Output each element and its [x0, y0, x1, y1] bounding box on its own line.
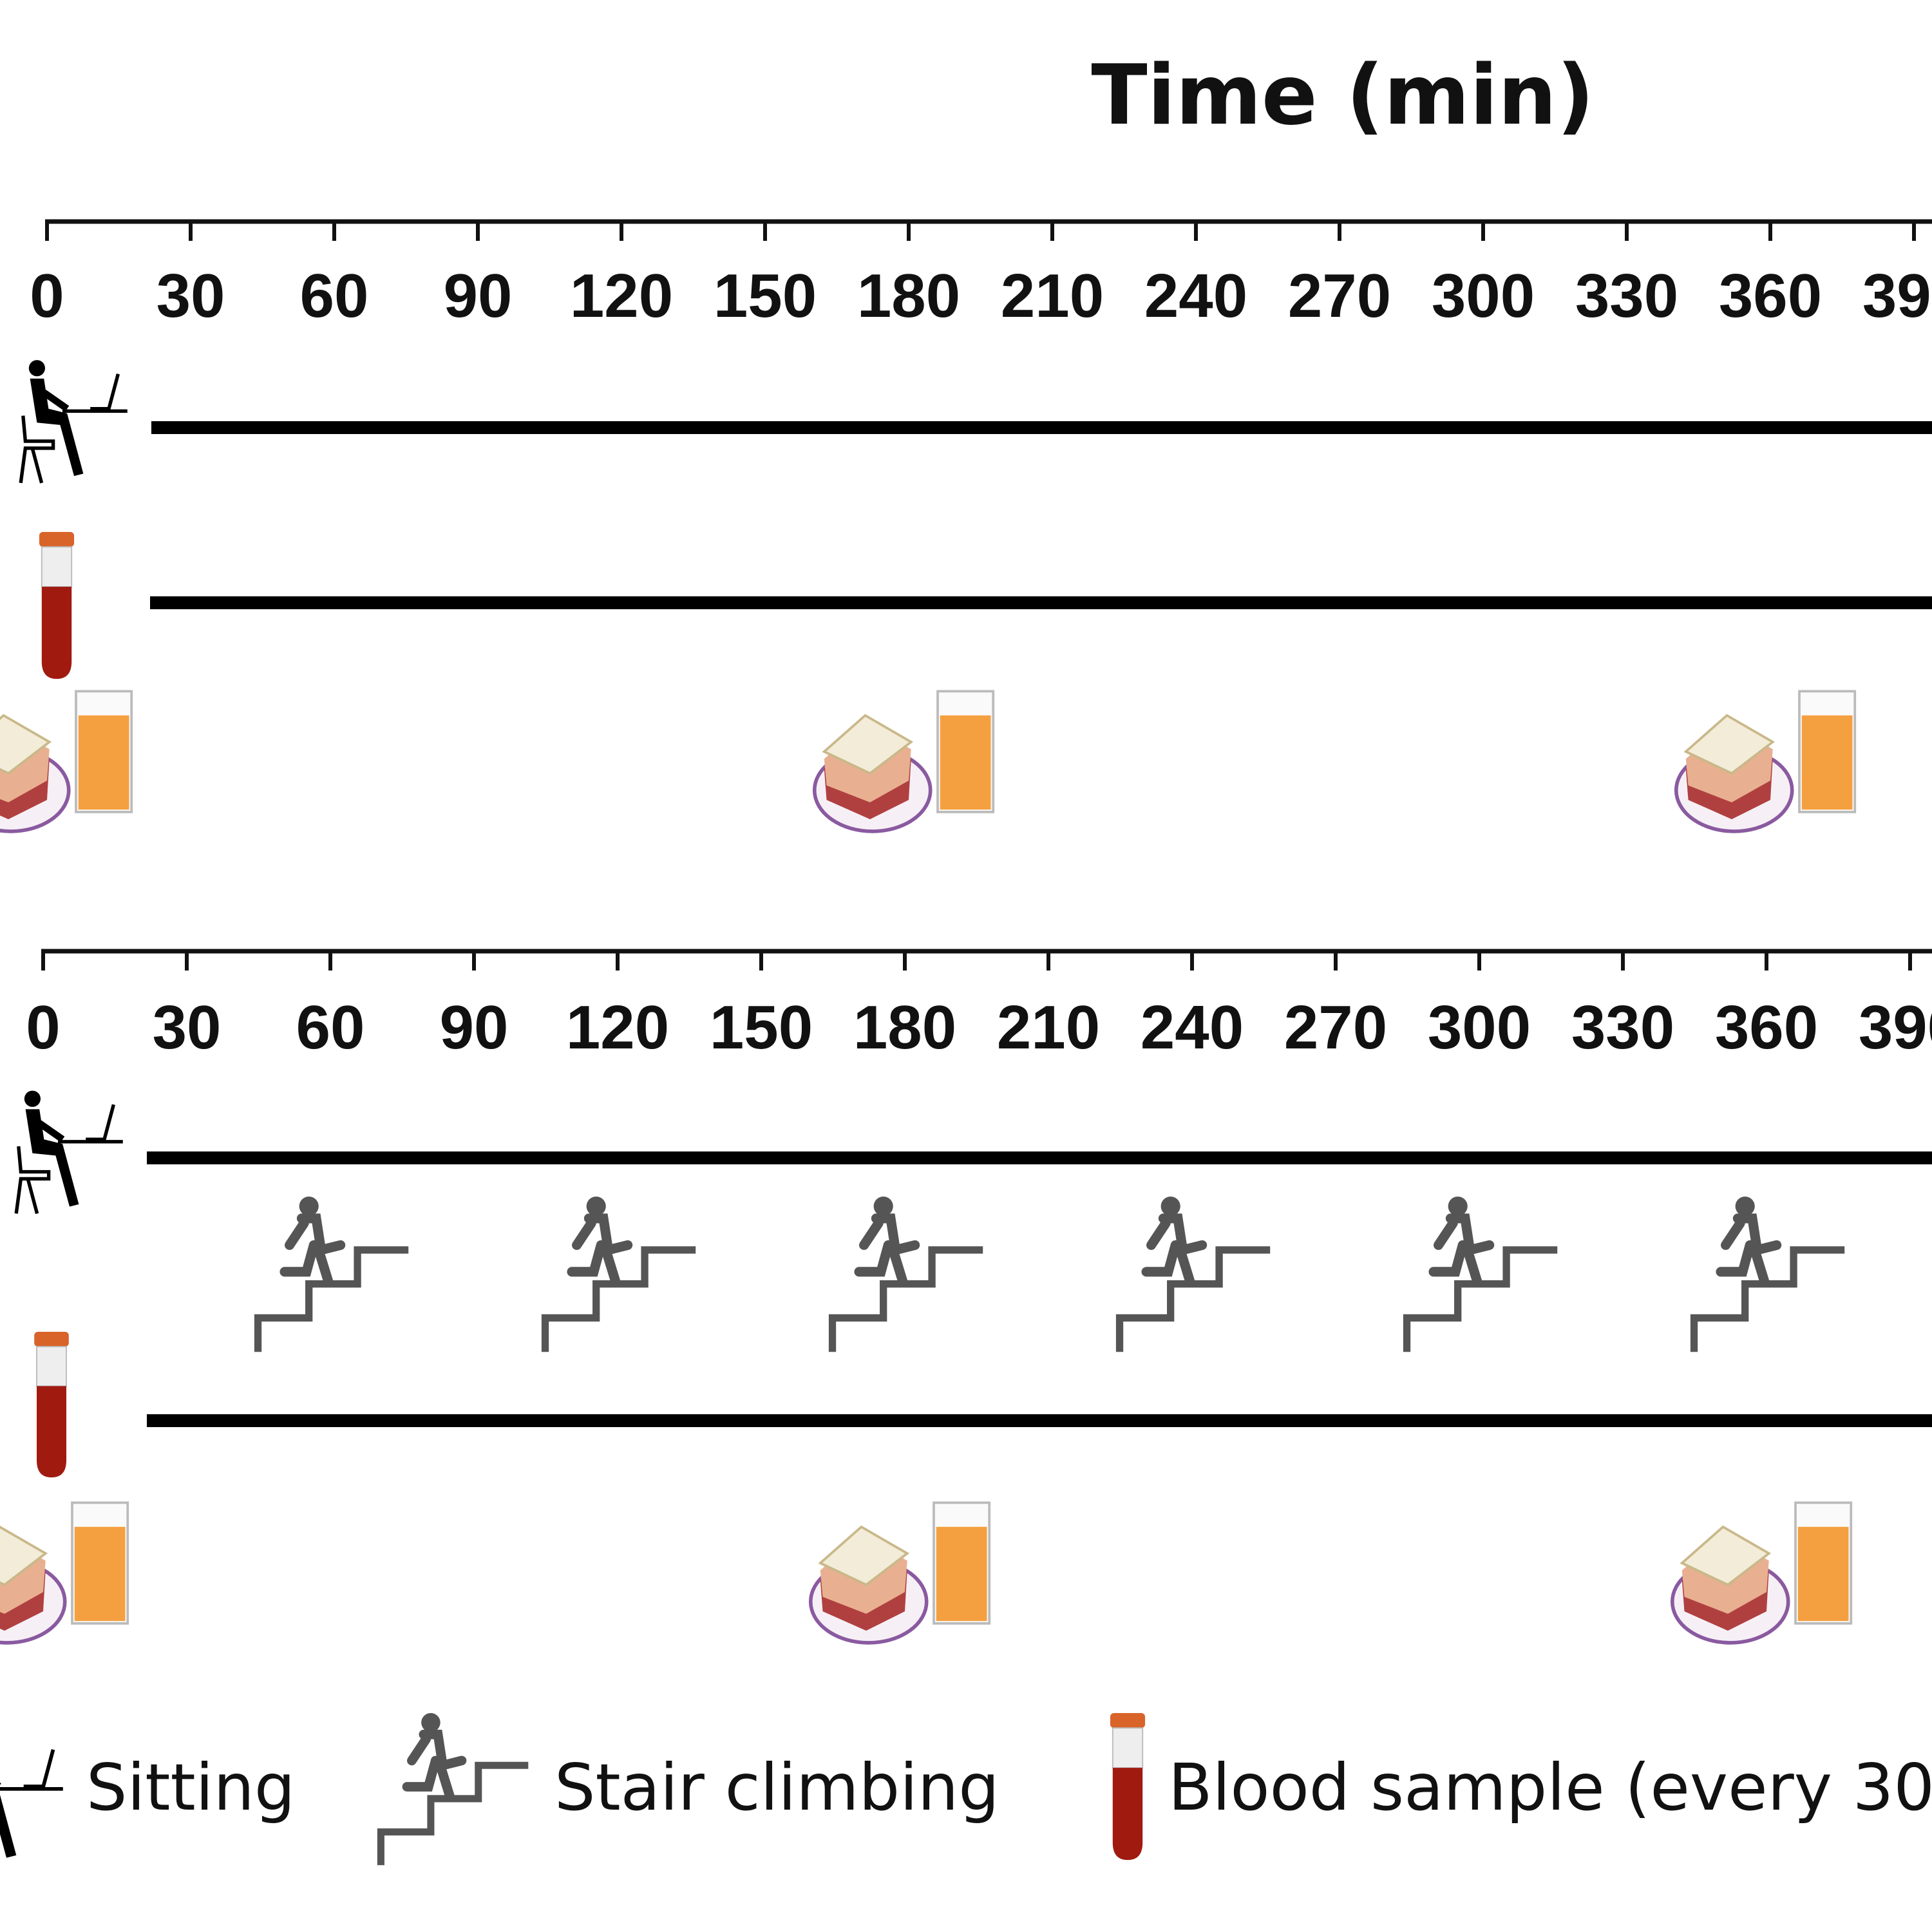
sitting-icon — [21, 360, 128, 483]
axis-tick-label: 60 — [300, 261, 369, 330]
legend-blood-tube-icon — [1109, 1713, 1146, 1861]
axis-tick-label: 300 — [1428, 993, 1531, 1062]
axis-tick-label: 300 — [1432, 261, 1535, 330]
meal-icon — [815, 691, 994, 831]
legend-stair-climbing-label: Stair climbing — [554, 1750, 999, 1825]
legend-sitting-icon — [0, 1735, 63, 1865]
meal-icon — [811, 1502, 990, 1643]
sitting-condition-panel: 0 30 60 90 120 150 180 210 240 270 300 330 360 390 — [0, 219, 1932, 831]
legend-blood-sample-label: Blood sample (every 30 — [1168, 1750, 1932, 1825]
stair-climbing-icon — [1120, 1197, 1271, 1352]
diagram-title: Time (min) — [1091, 48, 1594, 144]
axis-tick-label: 270 — [1284, 993, 1387, 1062]
axis-tick-label: 120 — [566, 993, 669, 1062]
legend-sitting-label: Sitting — [86, 1750, 295, 1825]
axis-tick-label: 180 — [857, 261, 960, 330]
stair-climbing-icon — [258, 1197, 409, 1352]
axis-tick-label: 240 — [1144, 261, 1247, 330]
stair-climbing-condition-panel: 0 30 60 90 120 150 180 210 240 270 300 330 360 390 — [0, 949, 1932, 1643]
meals-row — [0, 691, 1855, 831]
axis-tick-label: 390 — [1859, 993, 1932, 1062]
axis-tick-label: 30 — [153, 993, 222, 1062]
axis-tick-label: 360 — [1719, 261, 1822, 330]
axis-tick-label: 180 — [853, 993, 956, 1062]
stair-climbing-row — [258, 1197, 1845, 1352]
meal-icon — [1676, 691, 1855, 831]
axis-tick-label: 90 — [444, 261, 513, 330]
axis-tick-label: 0 — [26, 993, 60, 1062]
legend-stairs-icon — [381, 1713, 528, 1865]
axis-tick-label: 270 — [1288, 261, 1391, 330]
axis-tick-label: 90 — [440, 993, 509, 1062]
stair-climbing-icon — [833, 1197, 983, 1352]
axis-tick-label: 240 — [1141, 993, 1244, 1062]
stair-climbing-icon — [1694, 1197, 1845, 1352]
axis-tick-label: 210 — [997, 993, 1100, 1062]
axis-tick-label: 210 — [1001, 261, 1104, 330]
blood-tube-icon — [38, 532, 75, 680]
meals-row — [0, 1502, 1851, 1643]
stair-climbing-icon — [1407, 1197, 1558, 1352]
axis-ticks: 0 30 60 90 120 150 180 210 240 270 300 330 360 390 — [30, 222, 1932, 330]
sitting-icon — [16, 1091, 123, 1214]
axis-tick-label: 150 — [710, 993, 813, 1062]
meal-icon — [0, 691, 131, 831]
meal-icon — [1672, 1502, 1852, 1643]
axis-tick-label: 330 — [1575, 261, 1678, 330]
meal-icon — [0, 1502, 128, 1643]
legend: Sitting Stair climbing Blood sample (eve… — [0, 1713, 1932, 1865]
stair-climbing-icon — [545, 1197, 696, 1352]
axis-tick-label: 0 — [30, 261, 64, 330]
axis-tick-label: 60 — [296, 993, 365, 1062]
axis-tick-label: 360 — [1715, 993, 1818, 1062]
blood-tube-icon — [33, 1332, 70, 1479]
axis-tick-label: 30 — [156, 261, 225, 330]
axis-ticks: 0 30 60 90 120 150 180 210 240 270 300 330 360 390 — [26, 951, 1932, 1062]
axis-tick-label: 330 — [1571, 993, 1674, 1062]
axis-tick-label: 390 — [1862, 261, 1932, 330]
axis-tick-label: 150 — [714, 261, 817, 330]
axis-tick-label: 120 — [570, 261, 673, 330]
